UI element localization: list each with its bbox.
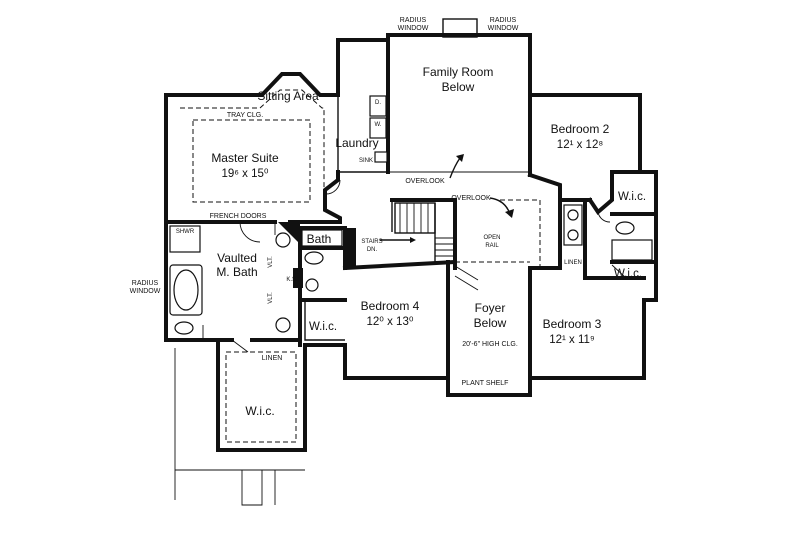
laundry-label: Laundry <box>335 136 378 150</box>
foyer-ceiling-label: 20'-6" HIGH CLG. <box>462 341 518 348</box>
overlook-label: OVERLOOK <box>451 195 491 202</box>
tray-ceiling-outline <box>192 119 311 203</box>
shower-label: SHWR <box>176 229 195 235</box>
vaulted-bath-label: Vaulted <box>217 251 257 265</box>
sitting-area-label: Sitting Area <box>257 89 319 103</box>
windows <box>165 34 657 396</box>
linen-label: LINEN <box>262 355 283 362</box>
radius-window-label: RADIUS <box>400 17 427 24</box>
bedroom-3-label: Bedroom 3 <box>543 317 602 331</box>
radius-window-label: WINDOW <box>488 25 519 32</box>
sitting-area-outline <box>180 89 325 205</box>
bedroom-4-dimensions: 12⁰ x 13⁰ <box>367 316 414 328</box>
overlook-arrows <box>449 154 514 218</box>
labels: RADIUS WINDOW RADIUS WINDOW RADIUS WINDO… <box>130 17 646 418</box>
foyer-label: Foyer <box>475 301 506 315</box>
vaulted-label: VLT. <box>268 256 274 268</box>
french-doors-label: FRENCH DOORS <box>210 213 267 220</box>
plant-shelf-label: PLANT SHELF <box>462 380 509 387</box>
family-room-label: Below <box>442 80 475 94</box>
bedroom-2-dimensions: 12¹ x 12⁸ <box>557 139 604 151</box>
radius-window-label: WINDOW <box>398 25 429 32</box>
stairs <box>380 202 479 291</box>
walk-in-closet-label: W.i.c. <box>245 404 274 418</box>
vaulted-bath-label: M. Bath <box>216 265 257 279</box>
vaulted-label: VLT. <box>268 292 274 304</box>
linen-label: LINEN <box>564 260 582 266</box>
overlook-rail <box>500 199 541 270</box>
master-suite-dimensions: 19⁶ x 15⁰ <box>221 168 268 180</box>
walk-in-closet-label: W.i.c. <box>309 321 337 333</box>
door-swings <box>202 177 627 353</box>
fixtures <box>169 95 653 335</box>
radius-window-label: WINDOW <box>130 288 161 295</box>
solid-wall-blocks <box>278 222 356 288</box>
radius-window-label: RADIUS <box>490 17 517 24</box>
knee-space-label: K.S. <box>286 277 298 283</box>
open-rail-label: OPEN <box>483 235 500 241</box>
bath-label: Bath <box>307 232 332 246</box>
stairs-label: STAIRS <box>361 239 382 245</box>
bedroom-2-label: Bedroom 2 <box>551 122 610 136</box>
overlook-label: OVERLOOK <box>405 178 445 185</box>
exterior-lines <box>174 348 305 506</box>
radius-window-label: RADIUS <box>132 280 159 287</box>
open-rail-label: RAIL <box>485 243 499 249</box>
master-suite-label: Master Suite <box>211 151 279 165</box>
stairs-label: DN. <box>367 247 378 253</box>
sink-label: SINK <box>359 158 373 164</box>
bedroom-3-dimensions: 12¹ x 11⁹ <box>549 334 595 346</box>
foyer-label: Below <box>474 316 507 330</box>
walk-in-closet-label: W.i.c. <box>618 191 646 203</box>
bedroom-4-label: Bedroom 4 <box>361 299 420 313</box>
walk-in-closet-label: W.i.c. <box>614 268 642 280</box>
washer-label: W. <box>375 122 382 128</box>
family-room-label: Family Room <box>423 65 494 79</box>
tray-ceiling-label: TRAY CLG. <box>227 112 263 119</box>
dryer-label: D. <box>375 100 381 106</box>
